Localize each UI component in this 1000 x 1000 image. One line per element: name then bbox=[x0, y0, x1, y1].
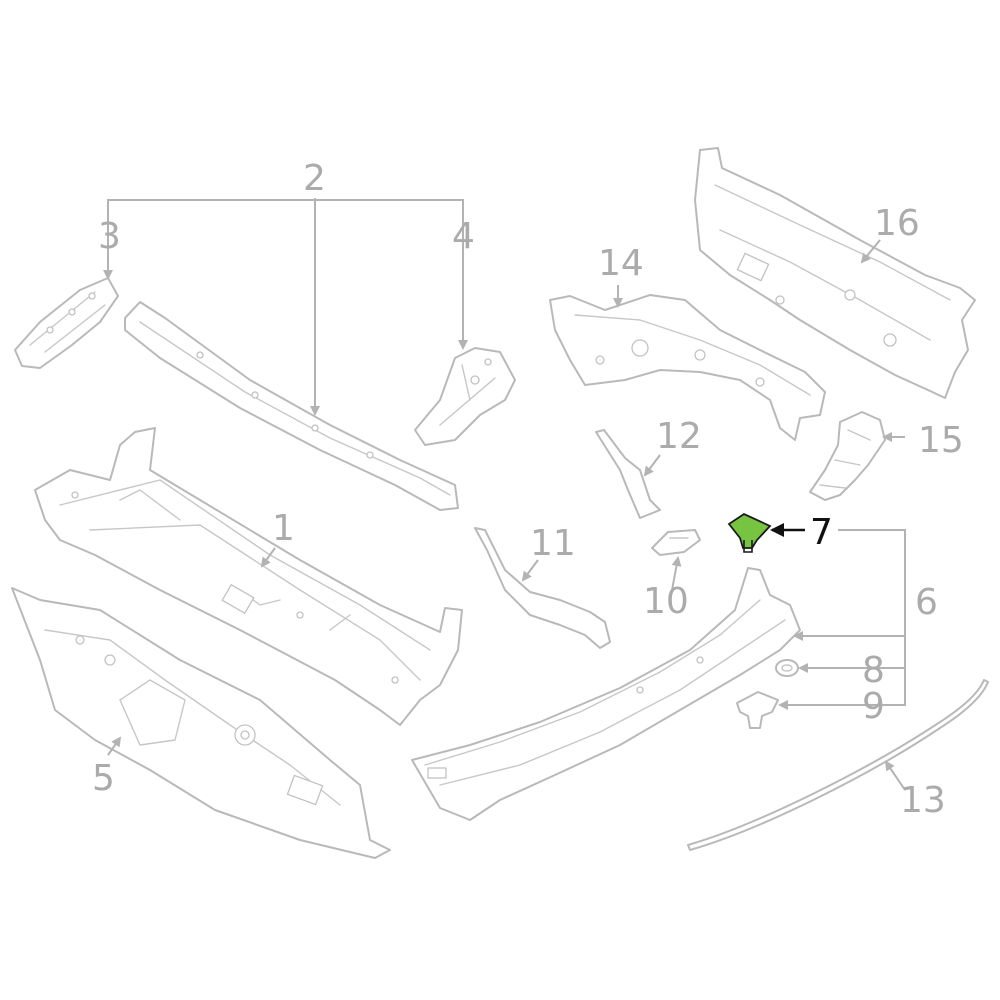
callout-labels: 1 2 3 4 5 6 7 8 9 10 11 12 13 14 15 16 bbox=[92, 158, 964, 821]
callout-11: 11 bbox=[530, 523, 576, 564]
leader-lines bbox=[103, 198, 906, 791]
callout-13: 13 bbox=[900, 780, 946, 821]
callout-6: 6 bbox=[915, 582, 938, 623]
callout-4: 4 bbox=[452, 216, 475, 257]
callout-8: 8 bbox=[862, 650, 885, 691]
part-5-dash-panel bbox=[11, 587, 391, 859]
part-3-left-bracket bbox=[14, 277, 119, 369]
part-9-clip bbox=[736, 691, 779, 729]
part-13-weatherstrip bbox=[687, 679, 989, 851]
part-4-right-bracket bbox=[414, 347, 516, 446]
callout-12: 12 bbox=[656, 416, 702, 457]
callout-10: 10 bbox=[643, 581, 689, 622]
callout-14: 14 bbox=[598, 243, 644, 284]
part-10-clip bbox=[651, 529, 701, 556]
part-1-cowl-panel bbox=[34, 427, 463, 726]
part-2-cowl-rail bbox=[124, 301, 459, 511]
part-12-strip bbox=[595, 429, 661, 519]
callout-9: 9 bbox=[862, 686, 885, 727]
part-8-grommet bbox=[775, 659, 799, 677]
part-6-cowl-cover bbox=[411, 567, 801, 821]
part-16-dash-upper bbox=[694, 147, 976, 399]
part-7-highlighted[interactable] bbox=[727, 512, 772, 553]
callout-5: 5 bbox=[92, 758, 115, 799]
part-11-strip bbox=[474, 527, 611, 649]
callout-2: 2 bbox=[303, 158, 326, 199]
callout-7[interactable]: 7 bbox=[810, 512, 833, 553]
callout-16: 16 bbox=[874, 203, 920, 244]
part-15-bracket bbox=[809, 411, 886, 501]
part-14-cowl-side bbox=[549, 294, 826, 441]
callout-15: 15 bbox=[918, 420, 964, 461]
callout-1: 1 bbox=[272, 508, 295, 549]
callout-3: 3 bbox=[98, 216, 121, 257]
